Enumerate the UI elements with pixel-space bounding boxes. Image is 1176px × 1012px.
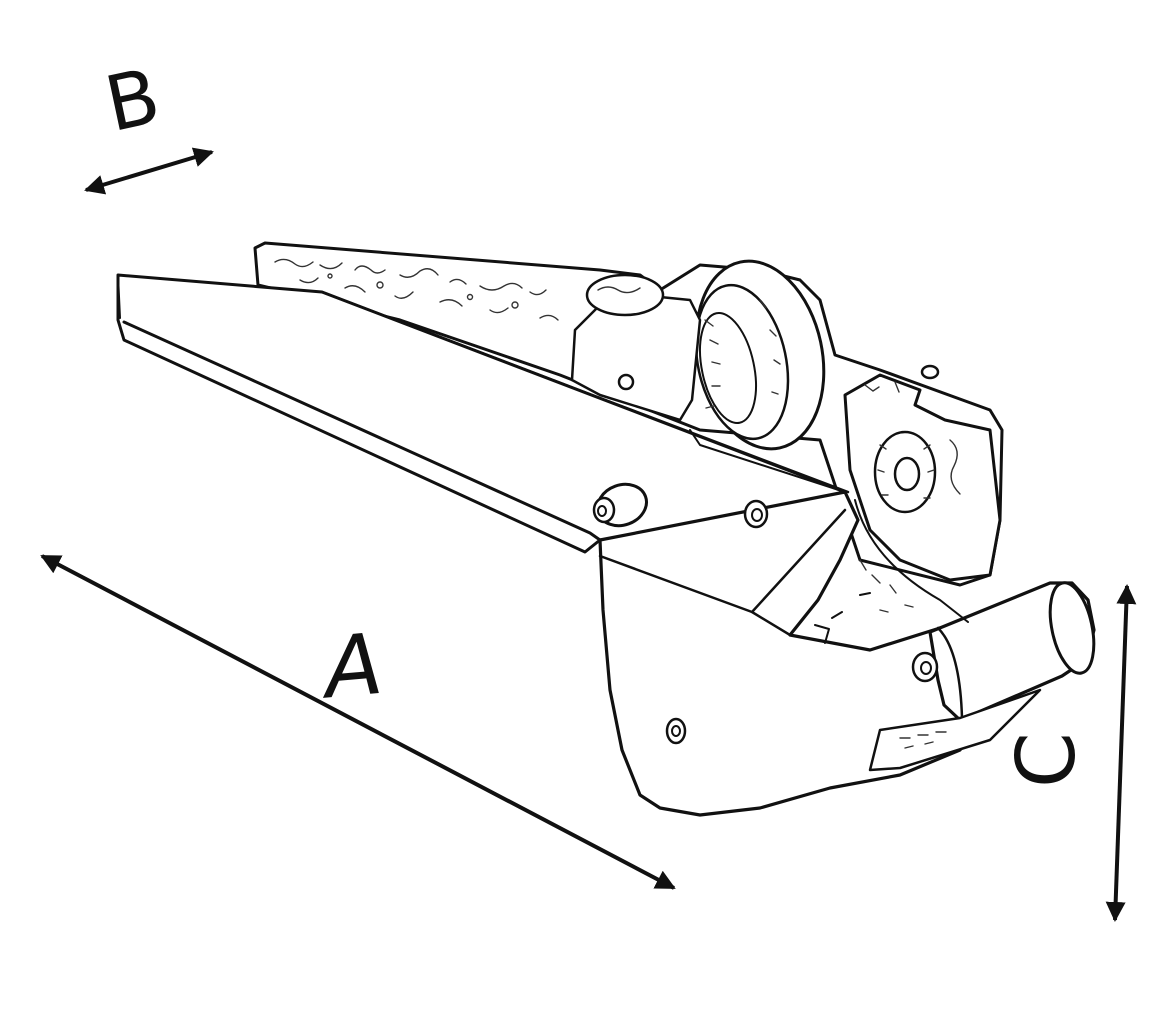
plate-bolts	[592, 364, 940, 745]
dimension-b: B	[84, 51, 214, 195]
dimension-b-label: B	[98, 51, 168, 149]
dimension-c-arrow	[1105, 584, 1137, 922]
front-roller	[868, 581, 1096, 772]
back-rail-texture	[274, 258, 559, 321]
dimension-a-label: A	[316, 615, 387, 718]
base-plate-edge	[122, 320, 602, 542]
bow-roller-drawing	[116, 241, 1096, 817]
dimension-a: A	[40, 554, 676, 890]
dimension-b-arrow	[84, 147, 214, 195]
dimension-a-arrow	[40, 554, 676, 890]
dimension-c-label: C	[1000, 732, 1093, 788]
swivel-roller-mechanism	[570, 259, 826, 451]
front-end-bracket	[843, 373, 1002, 582]
dimension-c: C	[1000, 584, 1137, 922]
